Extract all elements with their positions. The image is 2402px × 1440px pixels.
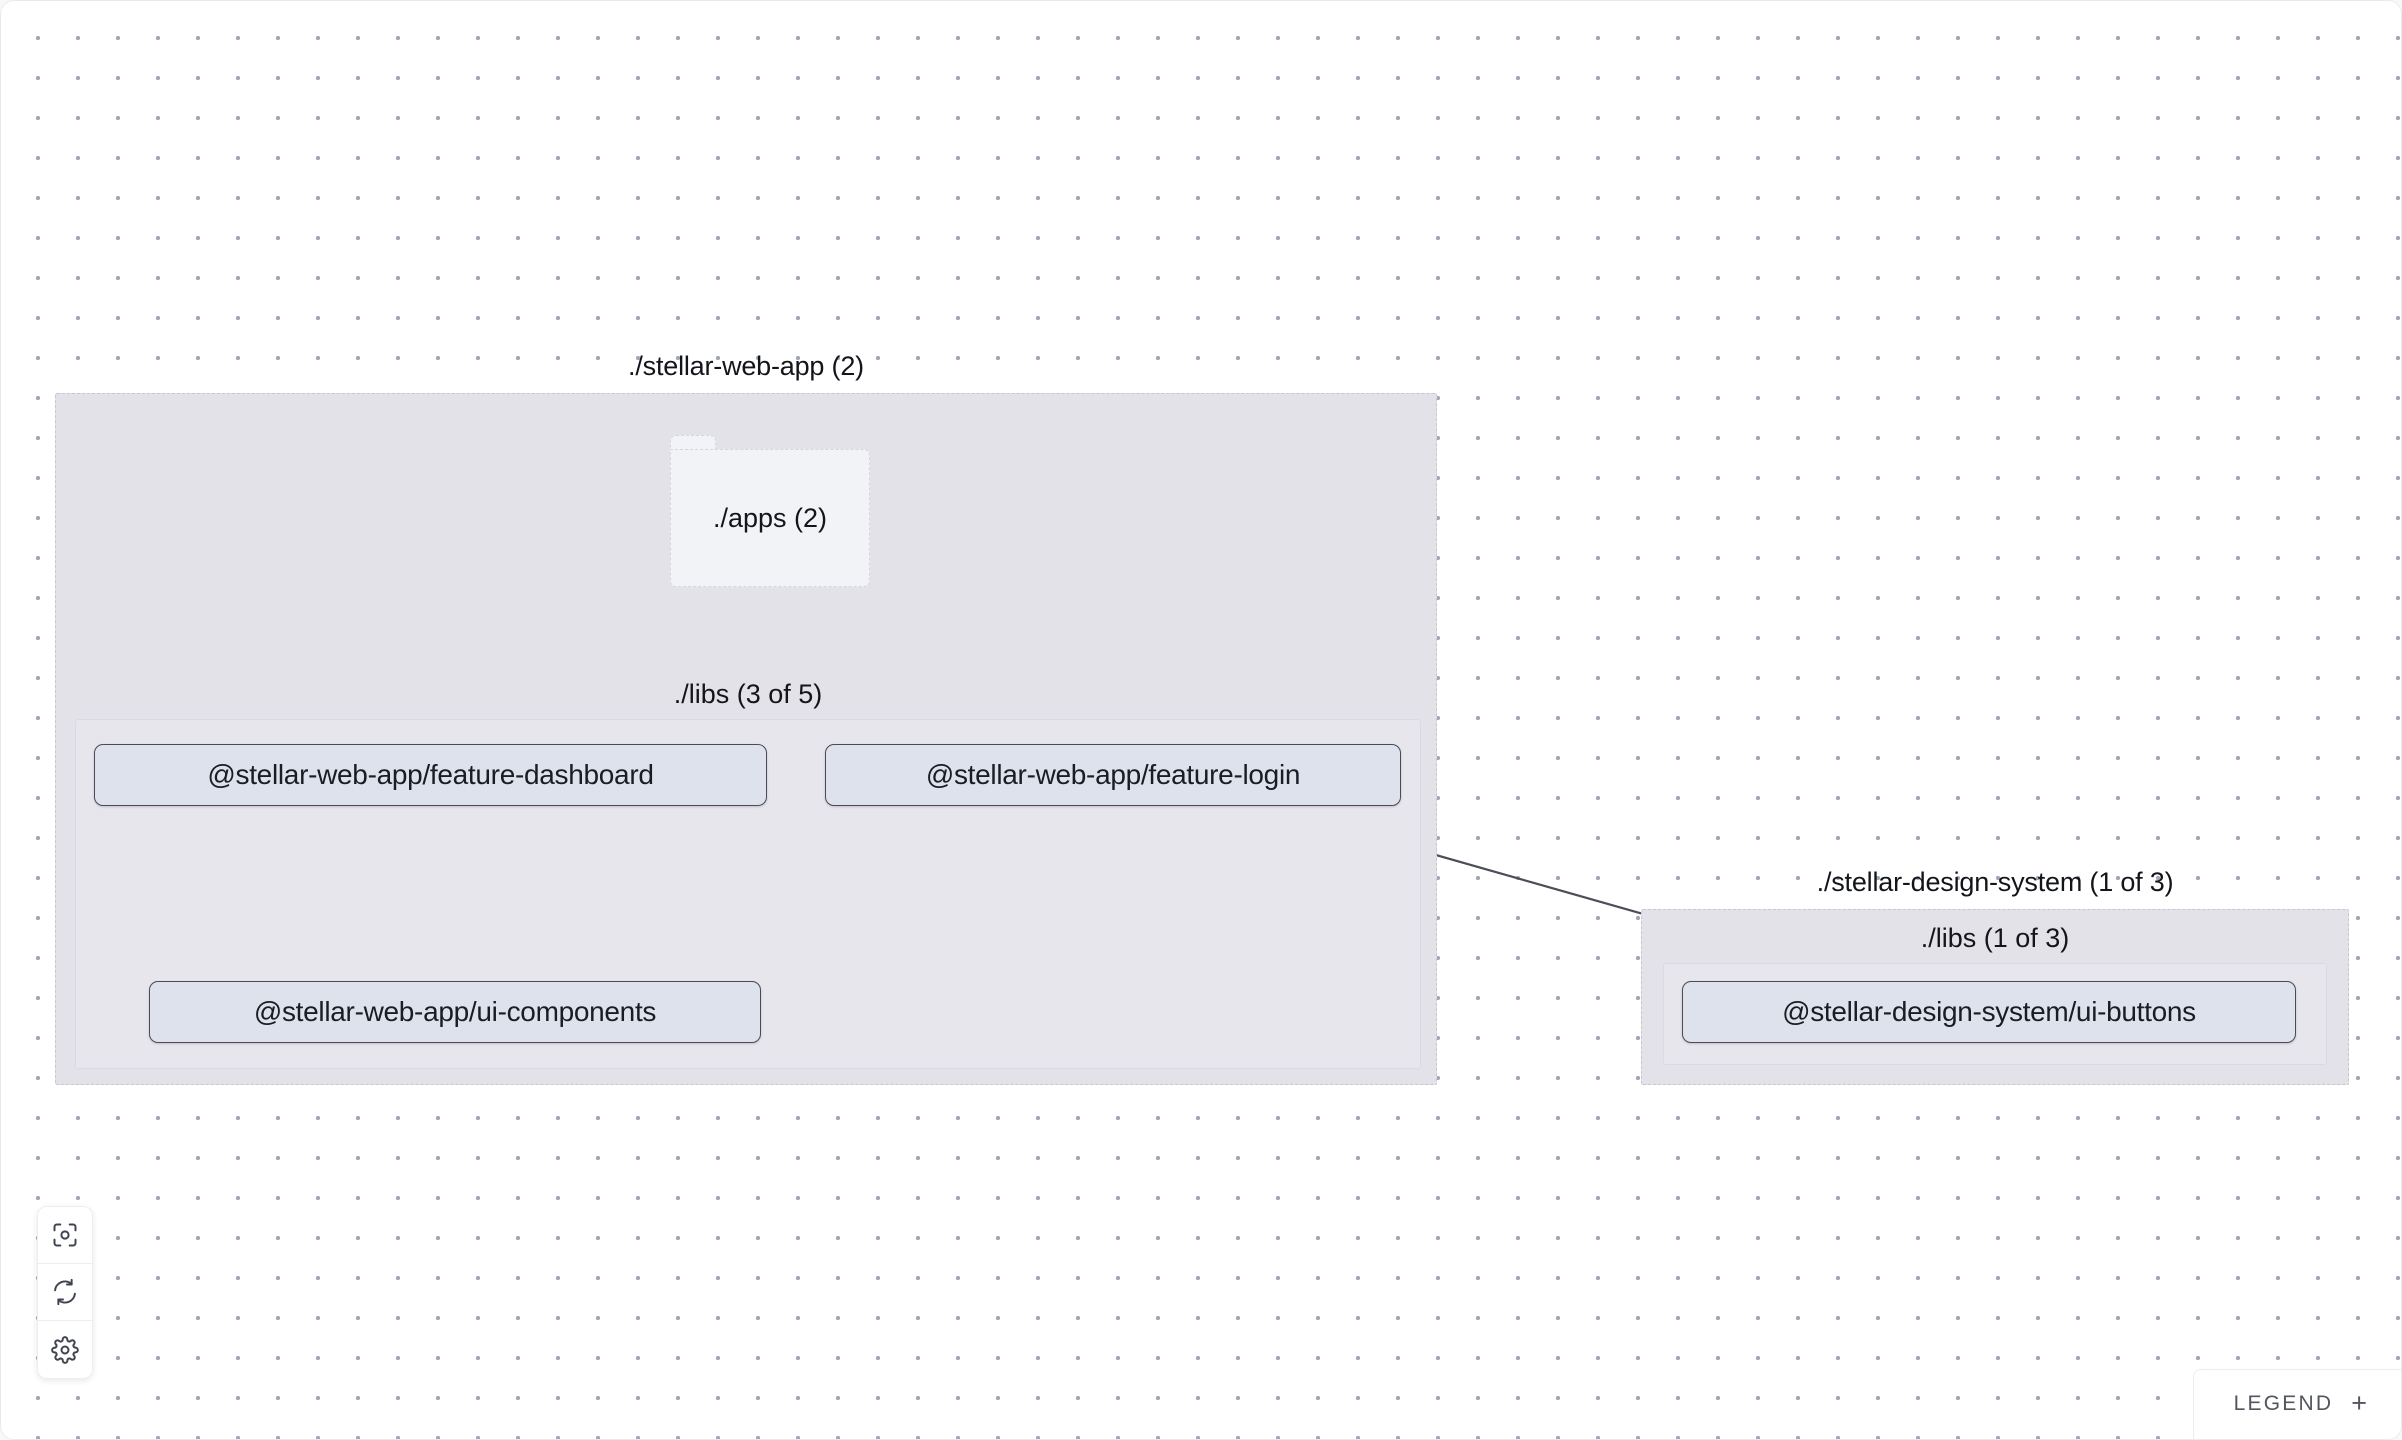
folder-node-apps[interactable]: ./apps (2) bbox=[670, 435, 870, 587]
project-group-stellar-design-system[interactable]: ./stellar-design-system (1 of 3) ./libs … bbox=[1641, 867, 2349, 1085]
node-label: @stellar-web-app/feature-dashboard bbox=[207, 759, 654, 790]
legend-toggle-button[interactable]: LEGEND + bbox=[2192, 1369, 2401, 1439]
folder-shape: ./apps (2) bbox=[670, 435, 870, 587]
focus-target-icon-button[interactable] bbox=[38, 1207, 92, 1264]
project-group-stellar-web-app[interactable]: ./stellar-web-app (2) ./libs (3 of 5) ./… bbox=[55, 351, 1437, 1085]
legend-label: LEGEND bbox=[2233, 1391, 2334, 1415]
gear-icon-button[interactable] bbox=[38, 1321, 92, 1378]
gear-icon bbox=[51, 1335, 79, 1364]
node-ui-buttons[interactable]: @stellar-design-system/ui-buttons bbox=[1682, 981, 2296, 1043]
subgroup-title: ./libs (1 of 3) bbox=[1920, 923, 2070, 953]
folder-label: ./apps (2) bbox=[712, 502, 828, 533]
subgroup-title: ./libs (3 of 5) bbox=[673, 679, 823, 709]
node-label: @stellar-design-system/ui-buttons bbox=[1782, 996, 2196, 1027]
project-group-title: ./stellar-design-system (1 of 3) bbox=[1816, 867, 2174, 897]
node-feature-login[interactable]: @stellar-web-app/feature-login bbox=[825, 744, 1401, 806]
graph-controls bbox=[37, 1206, 93, 1379]
folder-body: ./apps (2) bbox=[670, 449, 870, 587]
node-label: @stellar-web-app/feature-login bbox=[925, 759, 1301, 790]
node-label: @stellar-web-app/ui-components bbox=[253, 996, 657, 1027]
focus-target-icon bbox=[53, 1223, 77, 1247]
node-feature-dashboard[interactable]: @stellar-web-app/feature-dashboard bbox=[94, 744, 767, 806]
refresh-icon bbox=[54, 1278, 76, 1306]
node-ui-components[interactable]: @stellar-web-app/ui-components bbox=[149, 981, 761, 1043]
refresh-icon-button[interactable] bbox=[38, 1264, 92, 1321]
project-group-title: ./stellar-web-app (2) bbox=[628, 351, 864, 381]
legend-expand-plus-icon: + bbox=[2351, 1388, 2367, 1418]
